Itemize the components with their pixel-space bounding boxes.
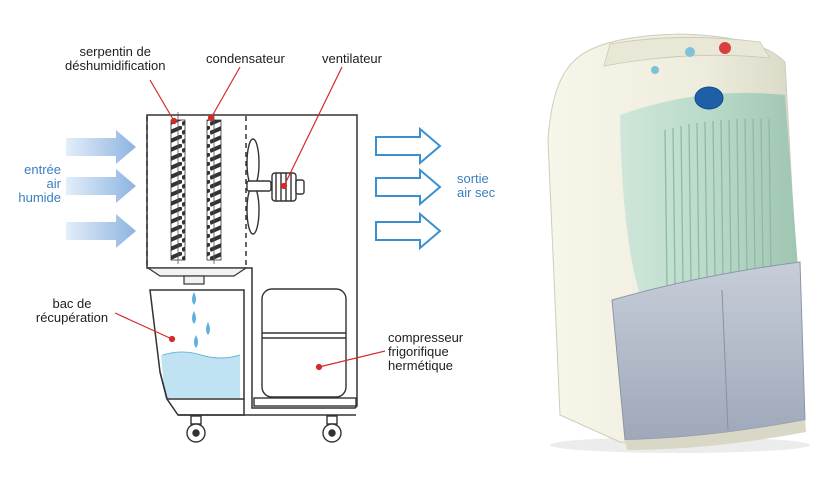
label-sortie: sortie air sec [457, 172, 495, 200]
leader-lines [114, 66, 386, 371]
label-serpentin: serpentin de déshumidification [65, 45, 165, 73]
base [178, 414, 356, 443]
water-drop [192, 311, 196, 324]
label-condensateur: condensateur [206, 51, 285, 66]
label-serpentin-line2: déshumidification [65, 58, 166, 73]
fan [246, 138, 305, 235]
drip-funnel [146, 267, 248, 285]
water-drop [194, 335, 198, 348]
label-compresseur-line3: hermétique [388, 358, 454, 373]
outflow-arrows [375, 126, 442, 251]
label-sortie-line1: sortie [457, 171, 489, 186]
collection-tank [149, 289, 245, 416]
inflow-arrow [66, 214, 136, 248]
water-drop [206, 322, 210, 335]
outflow-arrow [375, 126, 442, 166]
label-serpentin-line1: serpentin de [79, 44, 151, 59]
water-drops [192, 292, 210, 348]
inflow-arrows [66, 130, 136, 248]
label-bac: bac de récupération [22, 297, 122, 325]
label-bac-line2: récupération [35, 310, 109, 325]
evaporator-coil [170, 112, 186, 264]
wheel [186, 415, 206, 443]
label-entree: entrée air humide [5, 163, 61, 205]
label-compresseur-line2: frigorifique [388, 344, 449, 359]
label-entree-line3: humide [18, 190, 61, 205]
label-entree-line2: air [46, 176, 61, 191]
inflow-arrow [66, 130, 136, 164]
label-ventilateur: ventilateur [322, 51, 382, 66]
label-sortie-line2: air sec [457, 185, 496, 200]
outflow-arrow [375, 211, 442, 251]
condenser-coil [206, 112, 222, 264]
water-drop [192, 292, 196, 305]
outflow-arrow [375, 167, 442, 207]
compressor [253, 288, 357, 407]
label-bac-line1: bac de [52, 296, 92, 311]
label-compresseur: compresseur frigorifique hermétique [388, 331, 463, 373]
wheel [322, 415, 342, 443]
dehumidifier-photo [547, 33, 810, 453]
inflow-arrow [66, 169, 136, 203]
label-entree-line1: entrée [24, 162, 61, 177]
label-compresseur-line1: compresseur [388, 330, 464, 345]
